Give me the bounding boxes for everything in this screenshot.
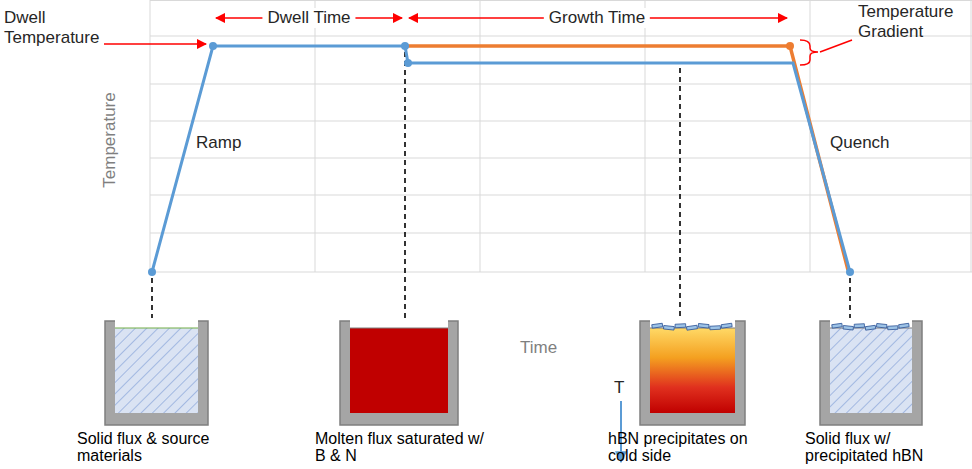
crucible-caption: Solid flux w/ precipitated hBN bbox=[805, 430, 957, 464]
axis-value-label: Dwell Temperature bbox=[4, 8, 104, 48]
crucible-shape bbox=[315, 318, 487, 428]
interval-label: Growth Time bbox=[544, 8, 650, 28]
bracket-label: Temperature Gradient bbox=[858, 2, 968, 42]
cold-side-curve bbox=[152, 46, 850, 272]
segment-label: Ramp bbox=[196, 133, 241, 153]
crucible-shape bbox=[805, 318, 957, 428]
crucible-caption: Solid flux & source materials bbox=[77, 430, 255, 464]
crucible-caption: hBN precipitates on cold side bbox=[608, 430, 748, 464]
red-annotations bbox=[104, 18, 852, 65]
gradient-label: T bbox=[614, 378, 624, 398]
interval-label: Dwell Time bbox=[262, 8, 355, 28]
crucible-caption: Molten flux saturated w/ B & N bbox=[315, 430, 487, 464]
axis-title: Time bbox=[520, 338, 557, 358]
grid bbox=[150, 0, 972, 272]
dashed-guides bbox=[152, 52, 850, 318]
crucible: Solid flux & source materials bbox=[77, 318, 255, 464]
axis-title: Temperature bbox=[100, 92, 120, 187]
crucible-shape bbox=[608, 318, 748, 428]
crucible: Molten flux saturated w/ B & N bbox=[315, 318, 487, 464]
data-points bbox=[148, 42, 854, 276]
hot-side-curve bbox=[405, 46, 848, 270]
crucible-shape bbox=[77, 318, 255, 428]
crucible: hBN precipitates on cold side bbox=[608, 318, 748, 464]
crucible: Solid flux w/ precipitated hBN bbox=[805, 318, 957, 464]
segment-label: Quench bbox=[830, 133, 890, 153]
